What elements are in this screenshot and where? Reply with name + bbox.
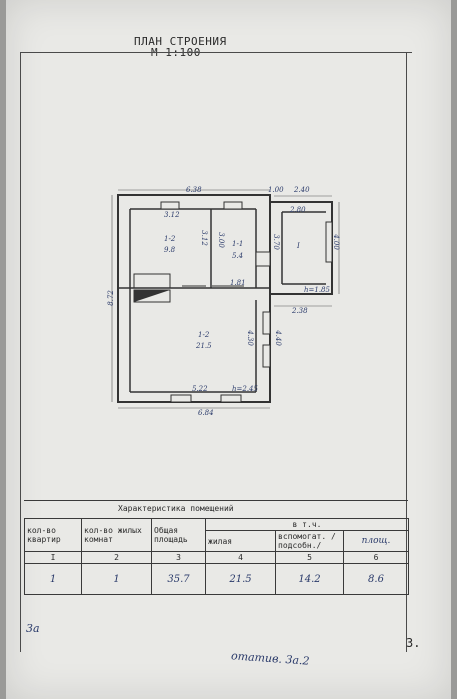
dim-mid: 1.81 [230, 279, 246, 287]
room-1-1-id: 1-1 [232, 240, 244, 248]
characteristics-table: кол-во квартир кол-во жилых комнат Общая… [24, 518, 410, 595]
col-number: 2 [81, 551, 152, 564]
dim-bottom: 5.22 [192, 385, 208, 393]
col-number: 5 [275, 551, 344, 564]
room-main-area: 21.5 [196, 342, 212, 350]
dim-r4-side: 4.30 [245, 330, 254, 346]
floor-plan-drawing [111, 189, 340, 409]
handwritten-signature: отатив. 3а.2 [230, 649, 310, 668]
page-number: 3. [406, 636, 421, 650]
dim-bottom-outer: 6.84 [198, 409, 214, 417]
value-other: 8.6 [342, 563, 410, 595]
dim-r3-bottom: 2.38 [292, 307, 308, 315]
header-including: в т.ч. [204, 518, 410, 531]
dim-h2: h=1.85 [304, 286, 330, 294]
frame-right [406, 52, 407, 652]
dim-r2-side: 3.00 [216, 232, 225, 248]
dim-left: 8.72 [106, 290, 115, 306]
column-number-row: I 2 3 4 5 6 [24, 551, 410, 564]
dim-r3-right: 4.00 [331, 234, 340, 250]
dim-r3-top: 2.80 [290, 206, 306, 214]
value-apartments: 1 [24, 563, 82, 595]
header-living-rooms: кол-во жилых комнат [81, 518, 152, 552]
left-note: 3а [26, 622, 40, 635]
value-living-rooms: 1 [81, 563, 152, 595]
col-number: I [24, 551, 82, 564]
dim-r1-top: 3.12 [164, 211, 180, 219]
value-total-area: 35.7 [151, 563, 206, 595]
table-caption: Характеристика помещений [118, 504, 234, 513]
dim-r1-side: 3.12 [199, 230, 208, 246]
room-1-2-area: 9.8 [164, 246, 176, 254]
room-annex-id: I [297, 242, 300, 250]
col-number: 4 [205, 551, 276, 564]
dim-top-right-a: 1.00 [268, 186, 284, 194]
plan-title: ПЛАН СТРОЕНИЯ [134, 35, 227, 48]
col-number: 3 [151, 551, 206, 564]
room-1-2-id: 1-2 [164, 235, 176, 243]
header-living: жилая [205, 530, 276, 552]
dim-r3-side: 3.70 [271, 234, 280, 250]
value-auxiliary-area: 14.2 [275, 563, 344, 595]
document-sheet: ПЛАН СТРОЕНИЯ М 1:100 [6, 0, 451, 699]
header-other: площ. [342, 530, 410, 552]
table-row: 1 1 35.7 21.5 14.2 8.6 [24, 563, 410, 595]
header-total-area: Общая площадь [151, 518, 206, 552]
frame-left [20, 52, 21, 652]
dim-top: 6.38 [186, 186, 202, 194]
building-outline [117, 194, 271, 403]
dim-h1: h=2.45 [232, 385, 258, 393]
room-main-id: 1-2 [198, 331, 210, 339]
header-auxiliary: вспомогат. /подсобн./ [275, 530, 344, 552]
col-number: 6 [342, 551, 410, 564]
dim-r4-outer: 4.40 [273, 330, 282, 346]
frame-top [20, 52, 412, 53]
room-1-1-area: 5.4 [232, 252, 244, 260]
dim-top-right-b: 2.40 [294, 186, 310, 194]
header-apartments: кол-во квартир [24, 518, 82, 552]
value-living-area: 21.5 [205, 563, 276, 595]
